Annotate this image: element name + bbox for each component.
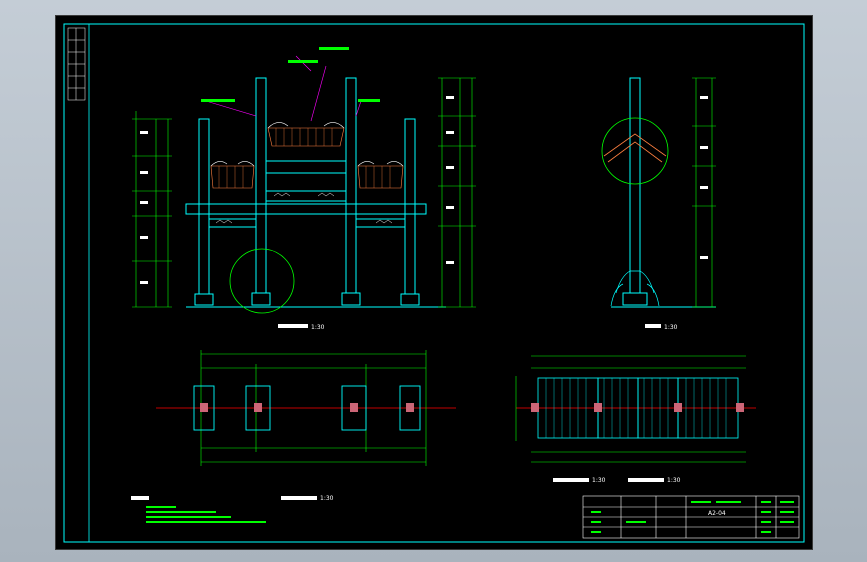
foundation-plan-scale: 1:30 [320, 495, 334, 502]
side-elevation-view: 1:30 [601, 77, 716, 331]
drawing-sheet: 1:30 1:30 [55, 15, 813, 550]
drawing-frame [63, 23, 805, 543]
roof-plan-view: 1:30 1:30 [515, 355, 756, 484]
roof-plan-left-scale: 1:30 [592, 477, 606, 484]
side-elevation-scale: 1:30 [664, 324, 678, 331]
drawing-number: A2-04 [708, 510, 726, 517]
roof-plan-right-scale: 1:30 [667, 477, 681, 484]
front-elevation-view: 1:30 [132, 47, 476, 331]
front-elevation-scale: 1:30 [311, 324, 325, 331]
revision-table [67, 27, 86, 101]
cad-drawing: 1:30 1:30 [63, 23, 805, 543]
foundation-plan-view: 1:30 [131, 350, 456, 523]
title-block: A2-04 [582, 495, 800, 539]
